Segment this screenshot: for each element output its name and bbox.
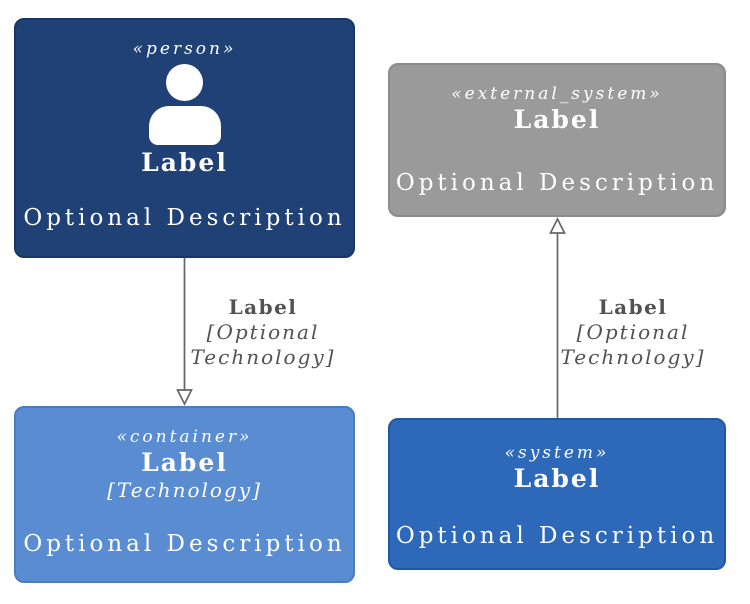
person-icon-torso	[148, 106, 221, 145]
container-node: «container» Label [Technology] Optional …	[14, 406, 355, 583]
edge-label-technology: [Optional Technology]	[560, 320, 706, 369]
container-label: Label	[141, 448, 228, 477]
container-stereotype: «container»	[116, 427, 253, 447]
edge-label-title: Label	[598, 295, 668, 319]
person-stereotype: «person»	[132, 39, 237, 59]
edge-label-title: Label	[228, 295, 298, 319]
system-description: Optional Description	[395, 523, 719, 549]
person-node: «person» Label Optional Description	[14, 18, 355, 258]
external-system-label: Label	[513, 105, 601, 134]
system-node: «system» Label Optional Description	[388, 418, 726, 570]
system-stereotype: «system»	[504, 443, 610, 463]
external-system-description: Optional Description	[395, 170, 719, 196]
external-system-node: «external_system» Label Optional Descrip…	[388, 63, 726, 217]
system-label: Label	[513, 464, 601, 493]
person-icon	[147, 64, 223, 146]
edge-label-person-container: Label [Optional Technology]	[185, 294, 341, 370]
edge-label-technology: [Optional Technology]	[190, 320, 336, 369]
container-technology: [Technology]	[107, 478, 262, 502]
person-icon-head	[166, 64, 203, 101]
person-description: Optional Description	[23, 205, 346, 231]
container-description: Optional Description	[23, 531, 346, 557]
external-system-stereotype: «external_system»	[451, 84, 663, 104]
person-label: Label	[141, 148, 228, 177]
edge-label-system-external: Label [Optional Technology]	[555, 294, 711, 370]
